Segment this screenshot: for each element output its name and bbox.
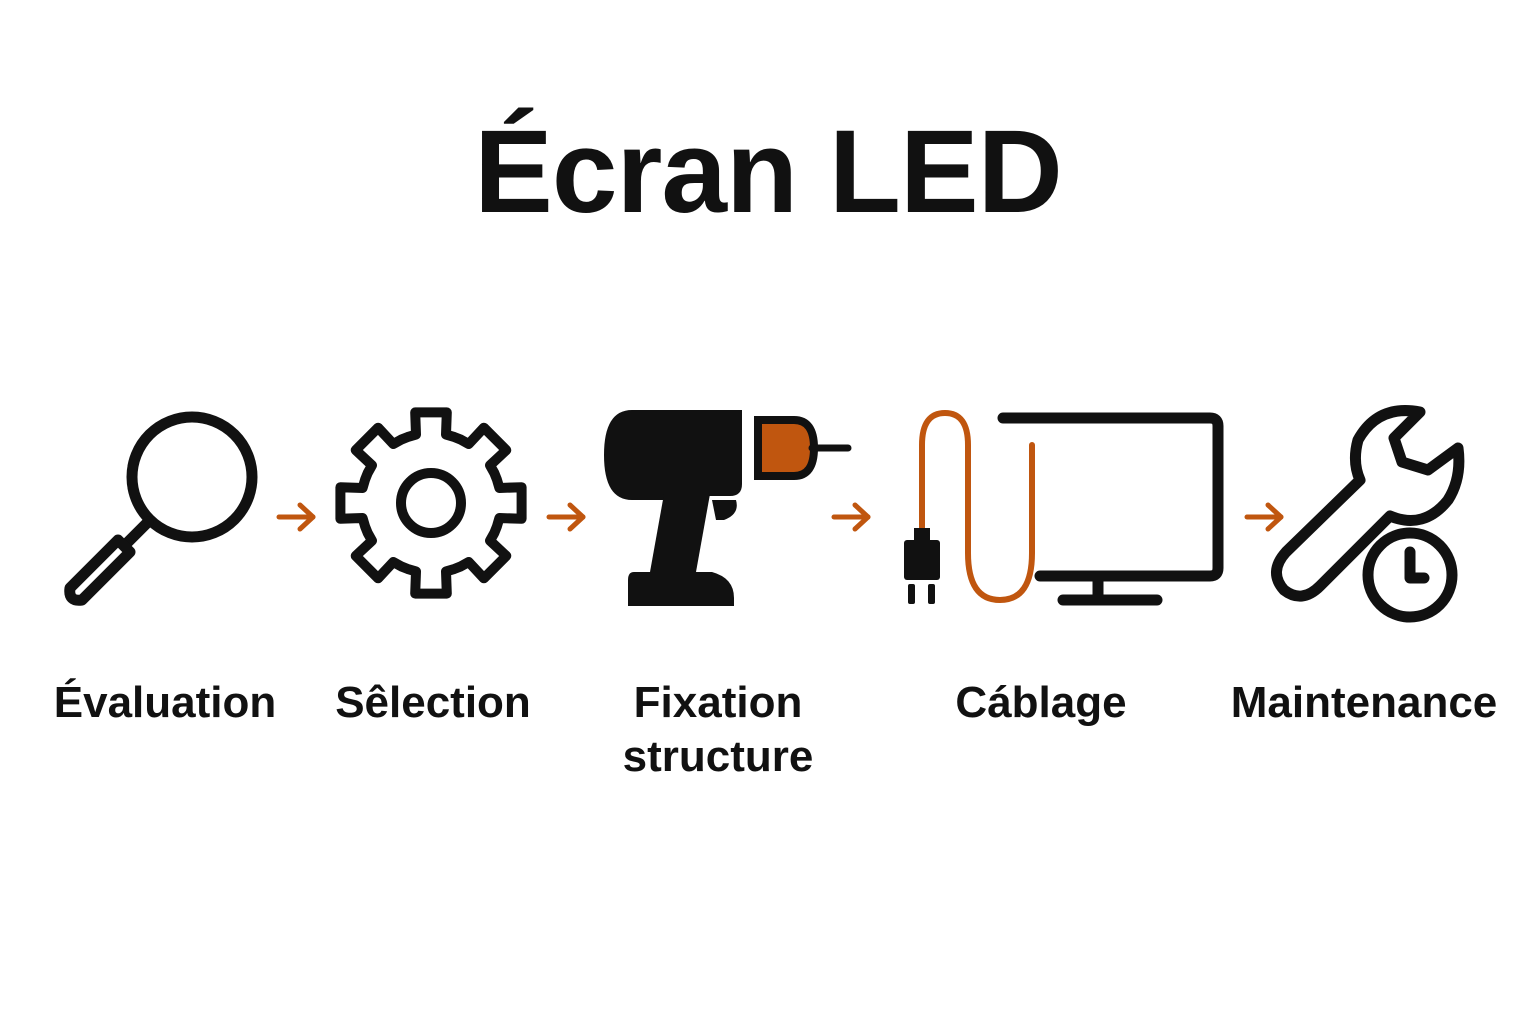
magnifying-glass-icon [64, 411, 258, 606]
arrow-right-icon [1244, 502, 1284, 532]
arrow-right-icon [831, 502, 871, 532]
drill-icon [604, 410, 852, 606]
gear-icon [335, 407, 527, 599]
step-label-maintenance: Maintenance [1230, 678, 1498, 727]
step-label-evaluation: Évaluation [53, 678, 277, 727]
step-label-cablage: Cáblage [955, 678, 1127, 727]
wrench-clock-icon [1271, 405, 1465, 623]
step-label-selection: Sêlection [335, 678, 531, 727]
cable-monitor-icon [904, 410, 1224, 606]
step-label-fixation: Fixation structure [622, 678, 814, 781]
diagram-title: Écran LED [474, 106, 1063, 238]
arrow-right-icon [546, 502, 586, 532]
arrow-right-icon [276, 502, 316, 532]
